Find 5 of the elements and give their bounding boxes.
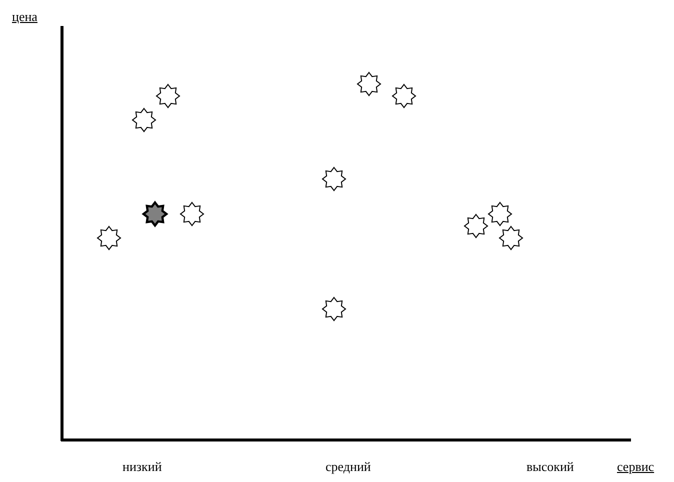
x-axis-title: сервис (617, 459, 654, 474)
x-category-label: средний (326, 459, 371, 474)
y-axis-title: цена (12, 9, 38, 24)
x-category-label: высокий (526, 459, 574, 474)
x-category-label: низкий (122, 459, 162, 474)
